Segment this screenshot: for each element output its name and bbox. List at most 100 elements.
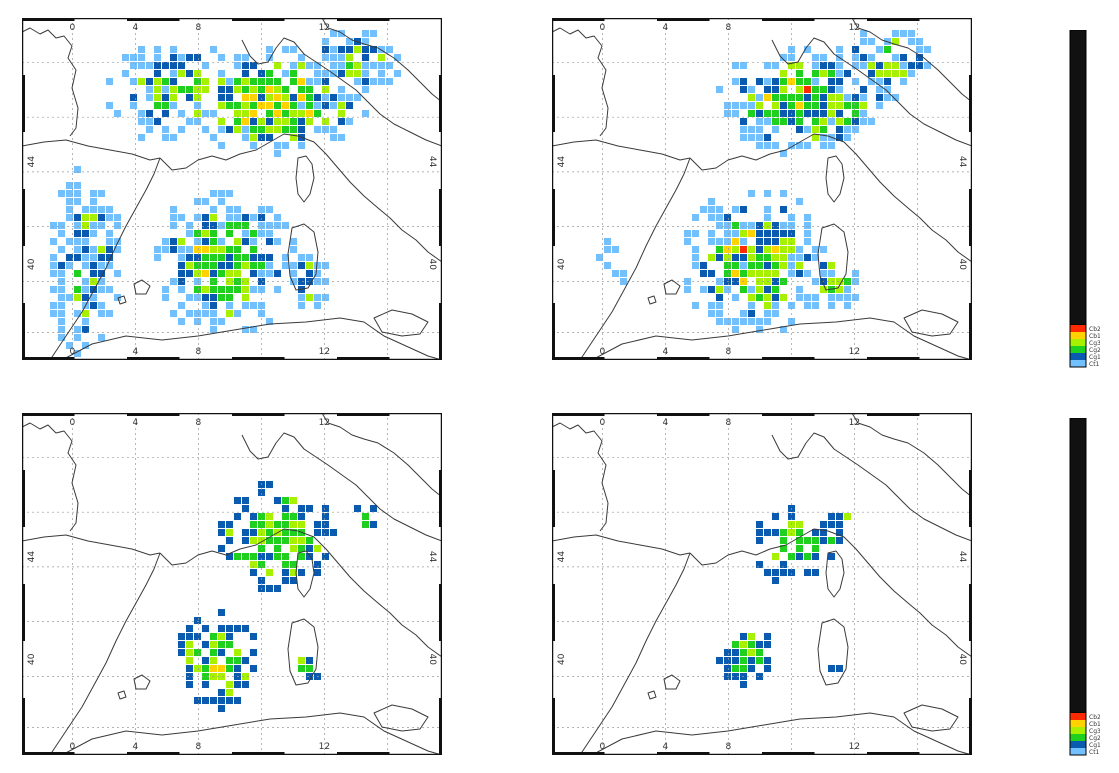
precip-cell <box>828 302 835 309</box>
precip-cell <box>258 529 265 536</box>
precip-cell <box>314 70 321 77</box>
precip-cell <box>852 270 859 277</box>
precip-cell <box>836 126 843 133</box>
precip-cell <box>852 102 859 109</box>
precip-cell <box>306 553 313 560</box>
precip-cell <box>764 222 771 229</box>
precip-cell <box>322 294 329 301</box>
precip-cell <box>828 94 835 101</box>
precip-cell <box>82 230 89 237</box>
frame-bar-right <box>969 698 972 755</box>
precip-cell <box>234 62 241 69</box>
precip-cell <box>186 222 193 229</box>
precip-cell <box>58 230 65 237</box>
precip-cell <box>250 302 257 309</box>
colorbar-outline <box>1069 417 1087 756</box>
precip-cell <box>804 222 811 229</box>
precip-cell <box>234 553 241 560</box>
frame-bar-bottom <box>127 357 180 360</box>
precip-cell <box>924 62 931 69</box>
precip-cell <box>298 94 305 101</box>
precip-cell <box>306 537 313 544</box>
precip-cell <box>732 246 739 253</box>
precip-cell <box>74 190 81 197</box>
precip-cell <box>266 262 273 269</box>
precip-cell <box>820 110 827 117</box>
precip-cell <box>804 230 811 237</box>
precip-cell <box>900 30 907 37</box>
precip-cell <box>756 142 763 149</box>
frame-scale-bars <box>552 18 972 360</box>
precip-cell <box>162 102 169 109</box>
precip-cell <box>250 537 257 544</box>
precip-cell <box>764 657 771 664</box>
precip-cell <box>322 278 329 285</box>
precip-cell <box>210 222 217 229</box>
precip-cell <box>748 270 755 277</box>
precip-cell <box>186 70 193 77</box>
precip-cell <box>868 70 875 77</box>
colorbar-label: Ct1 <box>1089 361 1100 368</box>
precip-cell <box>210 697 217 704</box>
precip-cell <box>170 70 177 77</box>
frame-bar-bottom <box>552 752 605 755</box>
precip-cell <box>98 270 105 277</box>
precip-cell <box>258 118 265 125</box>
precip-cell <box>194 246 201 253</box>
precip-cell <box>258 513 265 520</box>
precip-cell <box>780 54 787 61</box>
precip-cell <box>836 286 843 293</box>
precip-cell <box>250 561 257 568</box>
precip-cell <box>772 529 779 536</box>
precip-cell <box>66 182 73 189</box>
precip-cell <box>362 521 369 528</box>
coastline <box>579 552 691 755</box>
precip-cell <box>306 118 313 125</box>
precip-cell <box>74 286 81 293</box>
precip-cell <box>178 262 185 269</box>
precip-cell <box>282 94 289 101</box>
precip-cell <box>298 553 305 560</box>
lon-tick-label-bottom: 12 <box>319 347 330 357</box>
precip-cell <box>74 270 81 277</box>
coastline <box>241 432 442 542</box>
precip-cell <box>788 262 795 269</box>
precip-cell <box>708 254 715 261</box>
precip-cell <box>218 126 225 133</box>
precip-cell <box>764 110 771 117</box>
precip-cell <box>98 214 105 221</box>
coastline <box>591 712 972 755</box>
precip-cell <box>234 246 241 253</box>
precip-cell <box>780 190 787 197</box>
precip-cell <box>90 222 97 229</box>
precip-cell <box>98 206 105 213</box>
precip-cell <box>780 150 787 157</box>
precip-cell <box>274 537 281 544</box>
precip-cell <box>860 102 867 109</box>
precip-cell <box>98 254 105 261</box>
precip-cell <box>282 142 289 149</box>
precip-cell <box>724 222 731 229</box>
precip-cell <box>58 318 65 325</box>
precip-cell <box>146 118 153 125</box>
precip-cell <box>226 222 233 229</box>
precip-cell <box>314 102 321 109</box>
precip-cell <box>90 190 97 197</box>
precip-cell <box>226 553 233 560</box>
precip-cell <box>186 681 193 688</box>
precip-cell <box>218 689 225 696</box>
precip-cell <box>338 134 345 141</box>
precip-cell <box>908 62 915 69</box>
precip-cell <box>154 70 161 77</box>
precip-cell <box>306 505 313 512</box>
precip-cell <box>764 310 771 317</box>
frame-bar-top <box>127 18 180 21</box>
coastline <box>287 223 319 291</box>
precip-cell <box>772 222 779 229</box>
precip-cell <box>362 110 369 117</box>
precip-cell <box>282 561 289 568</box>
colorbar-swatch <box>1070 713 1086 720</box>
